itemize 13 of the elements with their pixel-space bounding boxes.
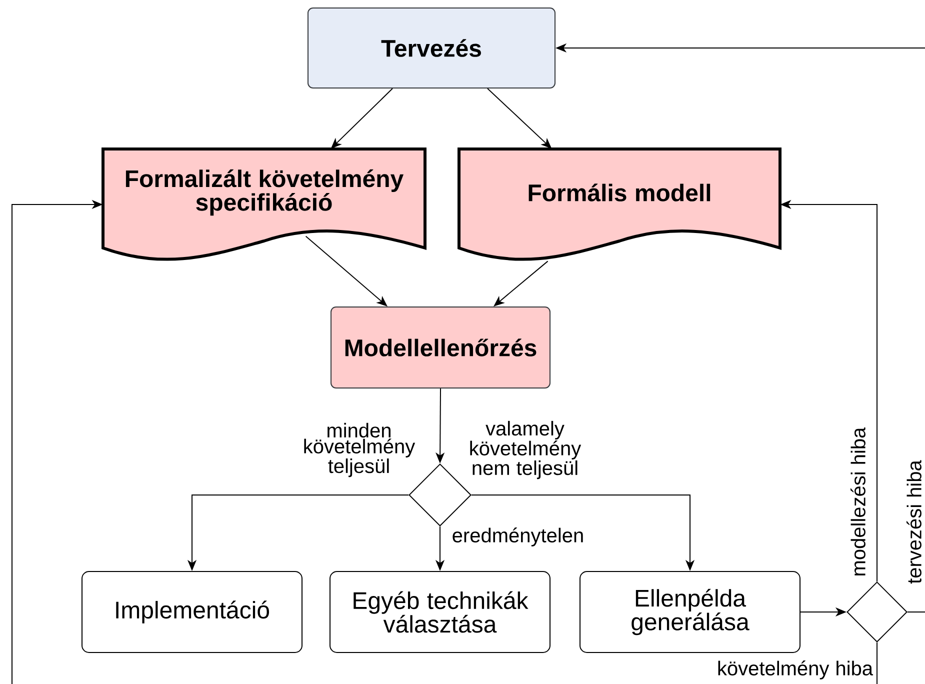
- process-box: Ellenpélda generálása: [580, 571, 800, 653]
- decision-diamond: [408, 464, 472, 526]
- process-box: Tervezés: [308, 8, 556, 88]
- edge-label: modellezési hiba: [850, 427, 866, 576]
- edge-label: tervezési hiba: [906, 460, 922, 584]
- decision-diamond: [846, 582, 908, 642]
- process-box: Egyéb technikák választása: [330, 571, 550, 653]
- edge-label: követelmény hiba: [718, 660, 874, 680]
- process-box: Modellellenőrzés: [330, 306, 550, 388]
- process-box: Implementáció: [82, 571, 302, 653]
- edge-label: valamely követelmény nem teljesül: [470, 420, 582, 480]
- edge-label: eredménytelen: [452, 528, 583, 546]
- edge-label: minden követelmény teljesül: [304, 422, 416, 478]
